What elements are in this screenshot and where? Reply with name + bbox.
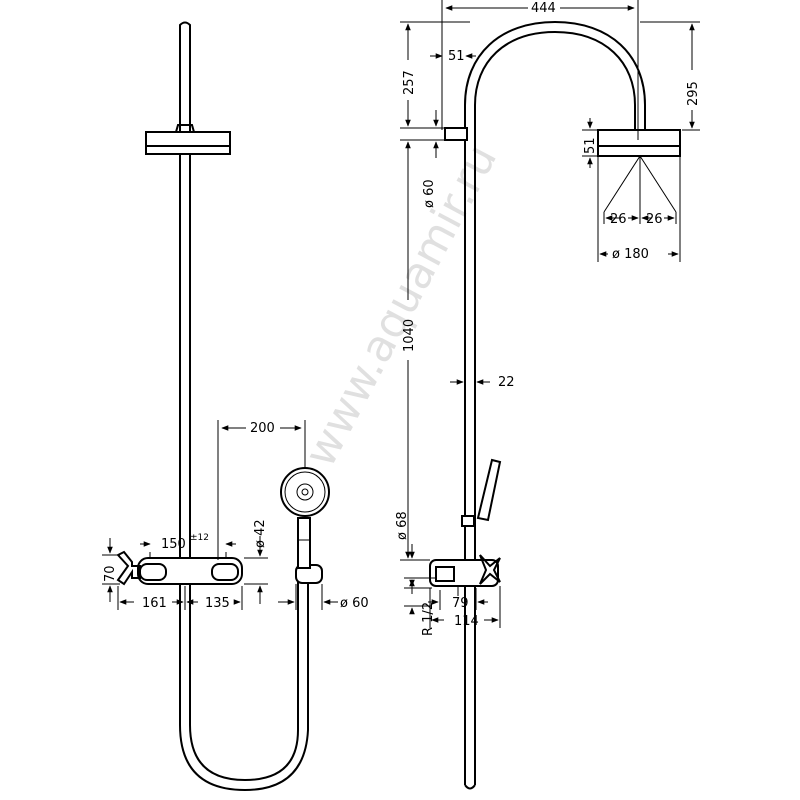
dim-444: 444 — [531, 1, 556, 16]
side-view: 444 51 257 295 51 ø 60 — [395, 0, 701, 790]
dim-r12: R 1/2 — [421, 602, 436, 636]
overhead-shower-front — [145, 124, 231, 155]
riser-pipe — [179, 21, 191, 561]
dim-68: ø 68 — [395, 511, 410, 540]
dim-22: 22 — [498, 375, 515, 390]
dim-200: 200 — [250, 421, 275, 436]
overhead-shower-side — [597, 129, 681, 214]
dim-150: 150 — [161, 537, 186, 552]
dim-60-front: ø 60 — [340, 596, 369, 611]
dim-135: 135 — [205, 596, 230, 611]
thermostat-side — [429, 554, 501, 596]
dim-70: 70 — [103, 565, 118, 582]
dim-295: 295 — [686, 81, 701, 106]
dim-150-tolerance: ±12 — [190, 533, 209, 543]
hand-shower — [280, 467, 330, 569]
dim-26-left: 26 — [610, 212, 627, 227]
shower-hose — [179, 575, 309, 792]
dim-180: ø 180 — [612, 247, 649, 262]
dim-79: 79 — [452, 596, 469, 611]
dim-161: 161 — [142, 596, 167, 611]
dim-1040: 1040 — [402, 319, 417, 352]
slider-bracket — [444, 127, 468, 141]
dim-114: 114 — [454, 614, 479, 629]
dim-51-top: 51 — [448, 49, 465, 64]
dim-26-right: 26 — [646, 212, 663, 227]
dim-51-head: 51 — [583, 137, 598, 154]
dim-257: 257 — [402, 70, 417, 95]
front-view: 200 150 ±12 ø 42 70 161 135 ø 60 — [102, 21, 369, 792]
dim-60-side: ø 60 — [422, 179, 437, 208]
dim-42: ø 42 — [253, 519, 268, 548]
hand-shower-side — [476, 458, 502, 522]
